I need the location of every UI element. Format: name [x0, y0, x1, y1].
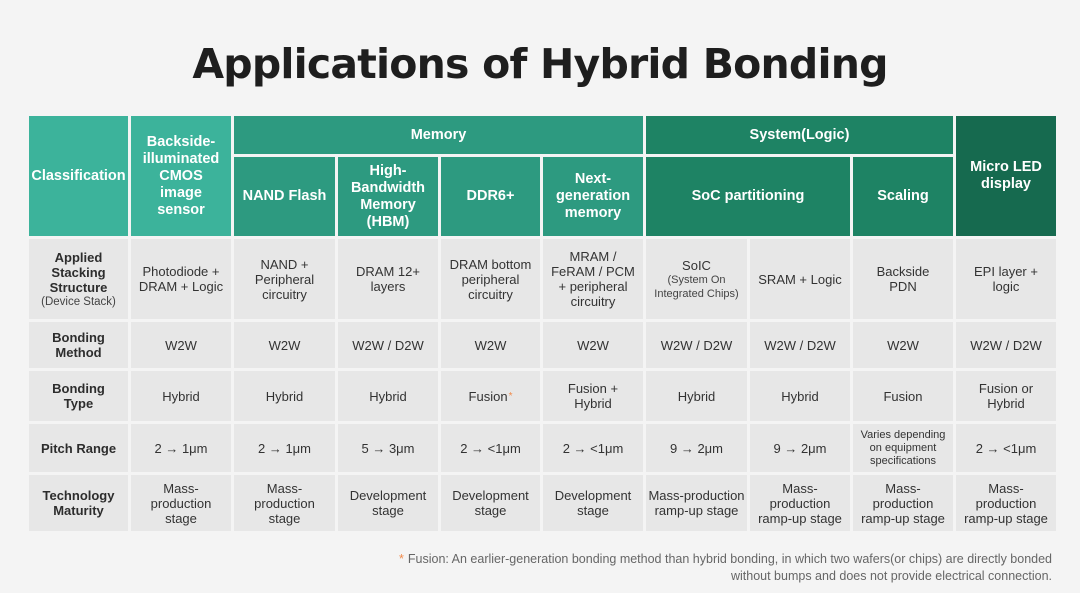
method-nextgen: W2W: [543, 322, 643, 368]
header-next-generation-memory: Next-generation memory: [543, 157, 643, 236]
row-label-maturity: Technology Maturity: [29, 475, 128, 531]
type-scaling: Fusion: [853, 371, 953, 421]
header-classification: Classification: [29, 116, 128, 236]
stacking-nextgen: MRAM / FeRAM / PCM + peripheral circuitr…: [543, 239, 643, 319]
maturity-hbm: Development stage: [338, 475, 438, 531]
maturity-microled: Mass-production ramp-up stage: [956, 475, 1056, 531]
stacking-cmos: Photodiode + DRAM + Logic: [131, 239, 231, 319]
method-hbm: W2W / D2W: [338, 322, 438, 368]
stacking-soic-text: SoIC: [682, 257, 711, 273]
method-microled: W2W / D2W: [956, 322, 1056, 368]
header-micro-led-display: Micro LED display: [956, 116, 1056, 236]
header-soc-partitioning: SoC partitioning: [646, 157, 850, 236]
type-nextgen: Fusion + Hybrid: [543, 371, 643, 421]
maturity-nextgen: Development stage: [543, 475, 643, 531]
stacking-nand: NAND + Peripheral circuitry: [234, 239, 335, 319]
type-microled: Fusion or Hybrid: [956, 371, 1056, 421]
pitch-nextgen: 2 → <1μm: [543, 424, 643, 472]
footnote-mark: *: [399, 552, 404, 566]
type-hbm: Hybrid: [338, 371, 438, 421]
stacking-soc-soic: SoIC (System On Integrated Chips): [646, 239, 747, 319]
type-soc-soic: Hybrid: [646, 371, 747, 421]
row-label-method: Bonding Method: [29, 322, 128, 368]
method-soc-sram: W2W / D2W: [750, 322, 850, 368]
stacking-soc-sram: SRAM + Logic: [750, 239, 850, 319]
header-scaling: Scaling: [853, 157, 953, 236]
pitch-microled: 2 → <1μm: [956, 424, 1056, 472]
maturity-cmos: Mass-production stage: [131, 475, 231, 531]
method-scaling: W2W: [853, 322, 953, 368]
pitch-hbm: 5 → 3μm: [338, 424, 438, 472]
type-nand: Hybrid: [234, 371, 335, 421]
header-nand-flash: NAND Flash: [234, 157, 335, 236]
header-system-logic: System(Logic): [646, 116, 953, 154]
footnote: *Fusion: An earlier-generation bonding m…: [399, 551, 1052, 585]
method-ddr6: W2W: [441, 322, 540, 368]
page-title: Applications of Hybrid Bonding: [192, 40, 888, 88]
pitch-soc-soic: 9 → 2μm: [646, 424, 747, 472]
row-label-stacking-sub: (Device Stack): [41, 295, 116, 308]
type-cmos: Hybrid: [131, 371, 231, 421]
pitch-soc-sram: 9 → 2μm: [750, 424, 850, 472]
maturity-nand: Mass-production stage: [234, 475, 335, 531]
row-label-stacking: Applied Stacking Structure (Device Stack…: [29, 239, 128, 319]
maturity-soc-soic: Mass-production ramp-up stage: [646, 475, 747, 531]
type-ddr6-text: Fusion*: [469, 389, 513, 404]
stacking-hbm: DRAM 12+ layers: [338, 239, 438, 319]
header-cmos-image-sensor: Backside-illuminated CMOS image sensor: [131, 116, 231, 236]
type-ddr6-value: Fusion: [468, 388, 508, 404]
fusion-footnote-mark: *: [508, 390, 513, 402]
pitch-ddr6: 2 → <1μm: [441, 424, 540, 472]
pitch-cmos: 2 → 1μm: [131, 424, 231, 472]
row-label-pitch: Pitch Range: [29, 424, 128, 472]
type-soc-sram: Hybrid: [750, 371, 850, 421]
stacking-microled: EPI layer + logic: [956, 239, 1056, 319]
method-soc-soic: W2W / D2W: [646, 322, 747, 368]
header-ddr6: DDR6+: [441, 157, 540, 236]
type-ddr6: Fusion*: [441, 371, 540, 421]
footnote-line-1-text: Fusion: An earlier-generation bonding me…: [407, 552, 1052, 566]
method-nand: W2W: [234, 322, 335, 368]
pitch-scaling: Varies depending on equipment specificat…: [853, 424, 953, 472]
header-memory: Memory: [234, 116, 643, 154]
header-hbm: High-Bandwidth Memory (HBM): [338, 157, 438, 236]
stacking-ddr6: DRAM bottom peripheral circuitry: [441, 239, 540, 319]
footnote-line-1: *Fusion: An earlier-generation bonding m…: [399, 551, 1052, 568]
maturity-ddr6: Development stage: [441, 475, 540, 531]
stacking-soic-sub: (System On Integrated Chips): [654, 273, 739, 300]
footnote-line-2: without bumps and does not provide elect…: [730, 569, 1052, 583]
maturity-soc-sram: Mass-production ramp-up stage: [750, 475, 850, 531]
maturity-scaling: Mass-production ramp-up stage: [853, 475, 953, 531]
method-cmos: W2W: [131, 322, 231, 368]
row-label-stacking-text: Applied Stacking Structure: [49, 249, 108, 295]
pitch-nand: 2 → 1μm: [234, 424, 335, 472]
stacking-scaling: Backside PDN: [853, 239, 953, 319]
row-label-type: Bonding Type: [29, 371, 128, 421]
